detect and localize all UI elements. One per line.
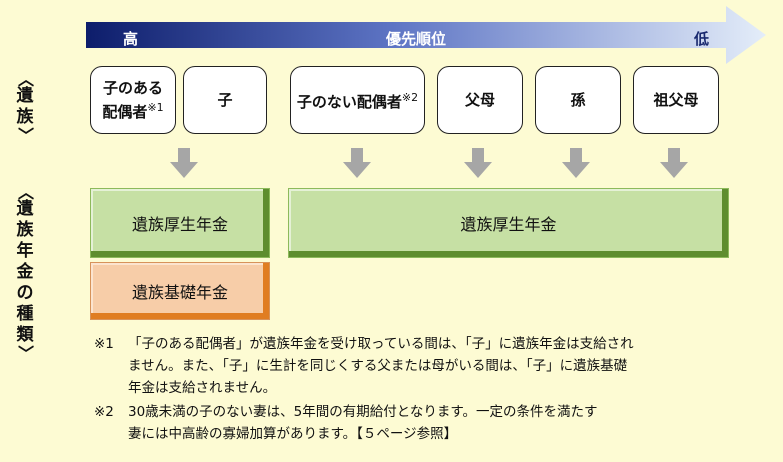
others-employee-pension-label: 遺族厚生年金 xyxy=(460,215,557,234)
footnote-1-line-3: 年金は支給されません。 xyxy=(128,380,277,396)
priority-low-label: 低 xyxy=(694,30,710,48)
footnote-1-line-2: ません。また、「子」に生計を同じくする父または母がいる間は、「子」に遺族基礎 xyxy=(128,358,628,374)
heir-grandparents-label: 祖父母 xyxy=(653,91,699,109)
heir-grandparents: 祖父母 xyxy=(633,66,719,134)
footnote-1-mark: ※1 xyxy=(94,336,114,352)
side-label-char: 族 xyxy=(16,220,34,240)
pension-types-side-text: 〈遺族年金の種類〉 xyxy=(12,184,38,361)
down-arrow-icon xyxy=(464,148,492,178)
spouse-employee-pension-bar: 遺族厚生年金 xyxy=(90,188,270,258)
footnote-1-line-1: 「子のある配偶者」が遺族年金を受け取っている間は、「子」に遺族年金は支給され xyxy=(128,336,634,352)
spouse-basic-pension-bar: 遺族基礎年金 xyxy=(90,262,270,320)
priority-arrow xyxy=(86,6,766,64)
heir-grandchild: 孫 xyxy=(535,66,621,134)
footnote-2-line-1: 30歳未満の子のない妻は、5年間の有期給付となります。一定の条件を満たす xyxy=(128,404,598,420)
note-mark-2: ※2 xyxy=(401,91,419,104)
others-employee-pension-bar: 遺族厚生年金 xyxy=(288,188,729,258)
spouse-employee-pension-label: 遺族厚生年金 xyxy=(131,215,228,234)
heir-spouse-without-child-label: 子のない配偶者 xyxy=(296,93,402,111)
side-label-char: 遺 xyxy=(16,199,34,219)
spouse-basic-pension-label: 遺族基礎年金 xyxy=(131,283,228,302)
heir-spouse-without-child: 子のない配偶者※2 xyxy=(290,66,425,134)
side-label-char: 〈 xyxy=(16,70,35,87)
note-mark-1: ※1 xyxy=(147,101,164,114)
footnote-1: ※1 「子のある配偶者」が遺族年金を受け取っている間は、「子」に遺族年金は支給さ… xyxy=(94,333,634,399)
side-label-char: 金 xyxy=(16,262,34,282)
down-arrow-icon xyxy=(562,148,590,178)
heir-spouse-with-child-line2: 配偶者 xyxy=(102,103,148,121)
down-arrow-icon xyxy=(343,148,371,178)
footnote-2: ※2 30歳未満の子のない妻は、5年間の有期給付となります。一定の条件を満たす … xyxy=(94,401,598,445)
side-label-char: の xyxy=(16,283,34,303)
survivors-side-label: 〈遺族〉 xyxy=(12,71,38,143)
heir-child: 子 xyxy=(183,66,267,134)
priority-high-label: 高 xyxy=(123,30,139,48)
side-label-char: 年 xyxy=(16,241,34,261)
side-label-char: 遺 xyxy=(16,86,34,106)
side-label-char: 〈 xyxy=(16,183,35,200)
pension-types-side-label: 〈遺族年金の種類〉 xyxy=(12,184,38,361)
footnote-2-line-2: 妻には中高齢の寡婦加算があります。【５ページ参照】 xyxy=(128,426,458,442)
heir-parents-label: 父母 xyxy=(464,91,495,109)
down-arrow-icon xyxy=(660,148,688,178)
side-label-char: 族 xyxy=(16,107,34,127)
side-label-char: 類 xyxy=(16,325,34,345)
heir-parents: 父母 xyxy=(437,66,523,134)
heir-spouse-with-child-line1: 子のある xyxy=(102,79,163,97)
side-label-char: 〉 xyxy=(16,126,35,143)
survivors-side-text: 〈遺族〉 xyxy=(12,71,38,143)
heir-grandchild-label: 孫 xyxy=(570,91,586,109)
side-label-char: 〉 xyxy=(16,344,35,361)
heir-spouse-with-child: 子のある 配偶者※1 xyxy=(90,66,176,134)
priority-title: 優先順位 xyxy=(386,30,447,48)
side-label-char: 種 xyxy=(16,304,34,324)
down-arrow-icon xyxy=(170,148,198,178)
heir-child-label: 子 xyxy=(217,91,233,109)
footnote-2-mark: ※2 xyxy=(94,404,114,420)
